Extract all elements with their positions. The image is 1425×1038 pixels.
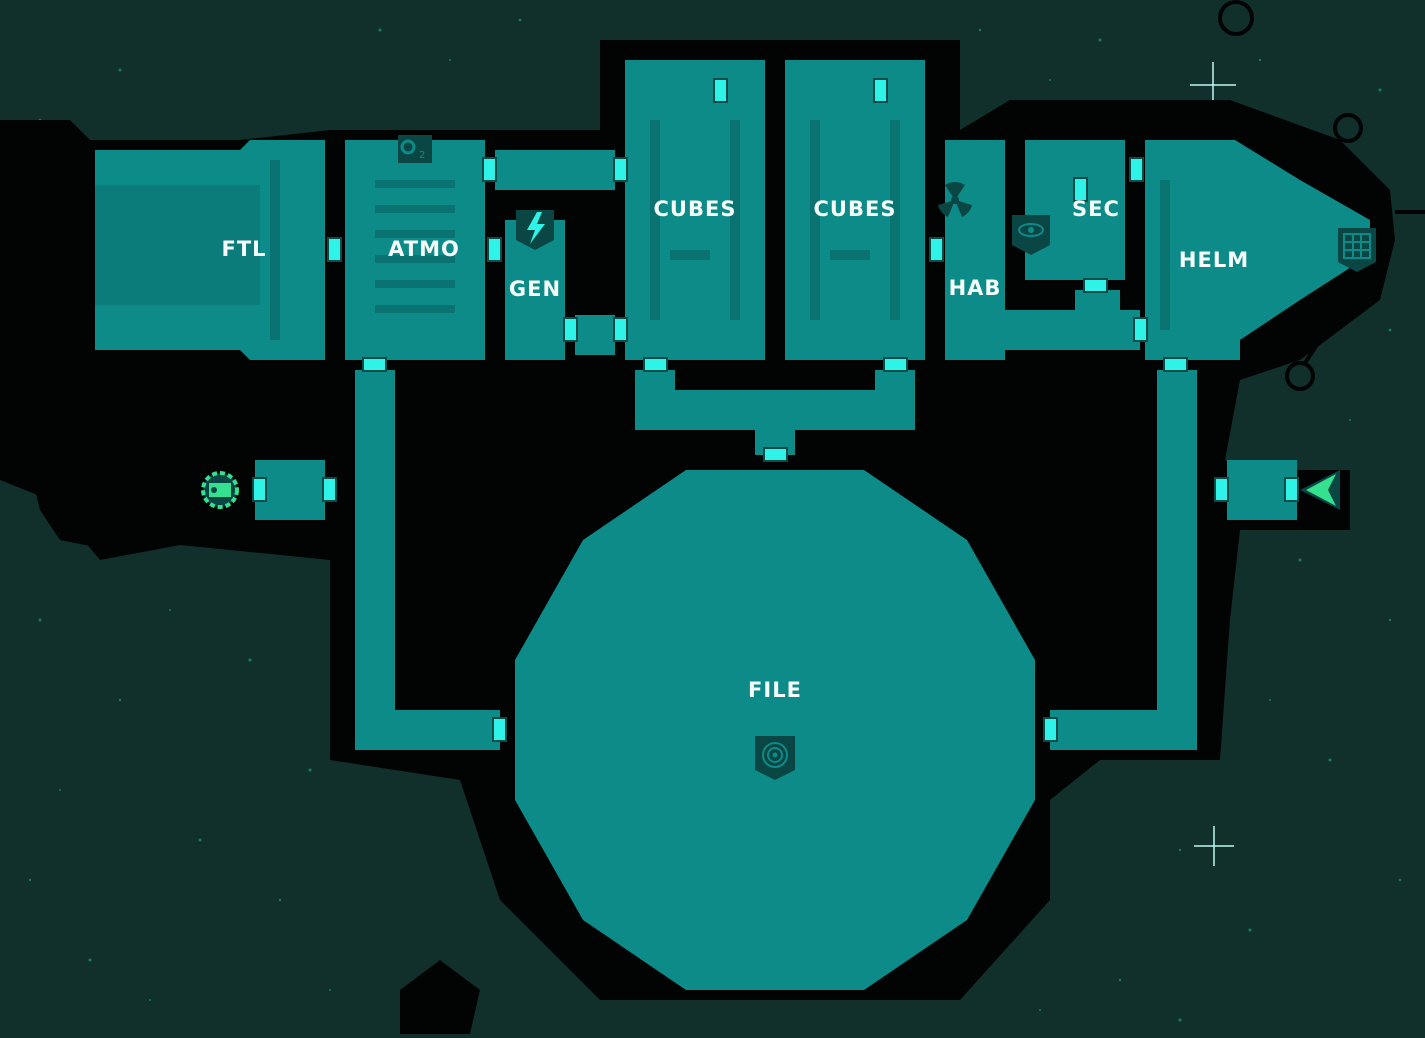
eye-icon [1012,215,1050,255]
o2-icon: 2 [398,135,432,163]
room-label-atmo: ATMO [388,237,460,261]
room-label-ftl: FTL [221,237,267,261]
hull-antennas [1218,0,1425,391]
corridor-left [355,370,500,750]
door [713,78,728,103]
door [492,717,507,742]
room-sec [1025,140,1125,280]
door [487,237,502,262]
rooms [95,60,1370,990]
player-ship-icon [201,471,239,509]
room-file [515,470,1035,990]
door [763,447,788,462]
door [613,317,628,342]
door [1133,317,1148,342]
door [613,157,628,182]
room-label-cubes-1: CUBES [653,197,737,221]
door [1129,157,1144,182]
room-cubes-1 [625,60,765,360]
door [1043,717,1058,742]
radiation-icon [938,181,972,217]
exit-arrow-icon [1300,470,1340,510]
door [929,237,944,262]
doors [252,78,1299,742]
door [1083,278,1108,293]
door [327,237,342,262]
grid-icon [1338,228,1376,272]
door [1284,477,1299,502]
room-cubes-2 [785,60,925,360]
door [1163,357,1188,372]
door [883,357,908,372]
door [1073,177,1088,202]
lightning-icon [516,210,554,250]
door [252,477,267,502]
corridor-right [1050,370,1197,750]
door [643,357,668,372]
room-label-sec: SEC [1072,197,1120,221]
door [1214,477,1229,502]
target-icon [755,736,795,780]
room-label-file: FILE [748,678,802,702]
room-atmo [345,140,485,360]
door [873,78,888,103]
room-label-helm: HELM [1178,248,1250,272]
room-label-gen: GEN [508,277,562,301]
room-helm [1145,140,1370,360]
room-label-hab: HAB [948,276,1002,300]
door [362,357,387,372]
door [322,477,337,502]
svg-text:2: 2 [419,150,425,161]
door [563,317,578,342]
room-details [270,120,1170,340]
room-label-cubes-2: CUBES [813,197,897,221]
room-hab [945,140,1005,360]
door [482,157,497,182]
